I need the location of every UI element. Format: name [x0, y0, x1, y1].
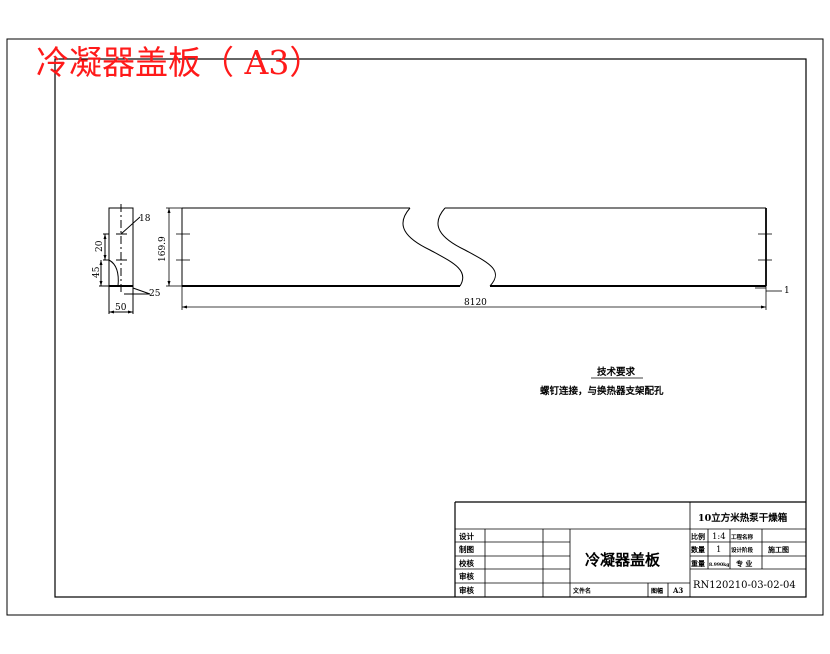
weight-value: 8.990kg: [709, 562, 730, 568]
dim-25: 25: [149, 289, 161, 299]
front-view-arrows: [167, 208, 766, 309]
side-view-arrows: [99, 234, 133, 314]
design-stage-label: 设计阶段: [731, 546, 754, 554]
tech-req-heading: 技术要求: [597, 366, 636, 378]
dim-50: 50: [115, 303, 127, 313]
drawing-number: RN120210-03-02-04: [693, 580, 796, 591]
qty-label: 数量: [691, 545, 705, 554]
front-view: [166, 207, 782, 310]
dim-20: 20: [95, 240, 105, 252]
weight-label: 重量: [691, 559, 705, 568]
design-stage-value: 施工图: [768, 545, 789, 554]
spec-label: 专 业: [736, 559, 752, 568]
dim-hole-18: 18: [139, 214, 151, 224]
inner-frame: [54, 58, 807, 598]
qty-value: 1: [716, 545, 721, 555]
dim-45: 45: [92, 266, 102, 278]
scale-value: 1:4: [712, 532, 726, 542]
role-review: 审核: [459, 571, 474, 581]
format-label: 图幅: [651, 587, 663, 595]
dim-8120: 8120: [464, 298, 487, 308]
sheet-title: 冷凝器盖板（ A3）: [36, 43, 322, 82]
part-name: 冷凝器盖板: [585, 551, 661, 569]
project-name: 10立方米热泵干燥箱: [698, 512, 788, 524]
tech-req-body: 螺钉连接，与换热器支架配孔: [540, 385, 664, 397]
title-block-lines: [454, 501, 806, 597]
dim-thickness-1: 1: [784, 286, 790, 296]
outer-frame: [6, 38, 824, 616]
dim-169-9: 169.9: [158, 236, 168, 262]
project-name-label: 工程名称: [731, 533, 754, 541]
role-design: 设计: [459, 531, 474, 541]
role-drafting: 制图: [459, 544, 474, 554]
scale-label: 比例: [691, 532, 705, 541]
format-value: A3: [672, 586, 683, 595]
role-approve: 审核: [459, 585, 474, 595]
file-label: 文件名: [572, 587, 591, 595]
role-check: 校核: [459, 558, 474, 568]
